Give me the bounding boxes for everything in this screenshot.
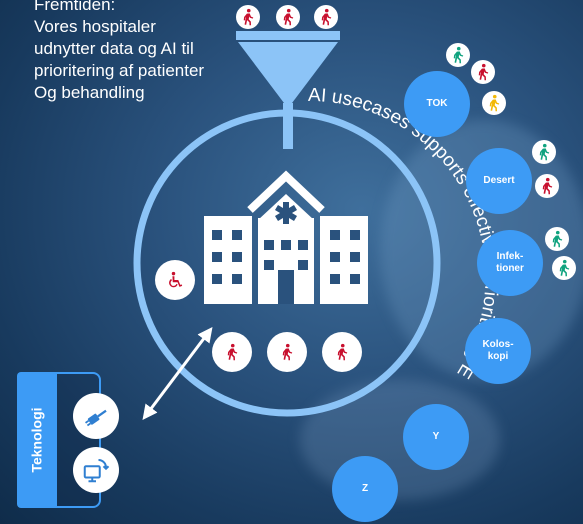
usecase-bubble-desert[interactable]: Desert: [466, 148, 532, 214]
walking-person-icon: [532, 140, 556, 164]
walking-person-icon: [267, 332, 307, 372]
walking-person-icon: [212, 332, 252, 372]
intro-line: prioritering af patienter: [34, 61, 205, 80]
bubble-label: Desert: [483, 175, 515, 186]
walking-person-icon: [236, 5, 260, 29]
bubble-label: TOK: [426, 98, 448, 109]
bubble-label: Y: [432, 431, 440, 442]
intro-line: Vores hospitaler: [34, 17, 156, 36]
technology-label: Teknologi: [29, 407, 46, 473]
walking-person-icon: [545, 227, 569, 251]
walking-person-icon: [446, 43, 470, 67]
intro-text: Fremtiden: Vores hospitaler udnytter dat…: [34, 0, 274, 104]
walking-person-icon: [535, 174, 559, 198]
plug-icon[interactable]: [73, 393, 119, 439]
usecase-bubble-koloskopi[interactable]: Kolos- kopi: [465, 318, 531, 384]
bubble-label: Kolos- kopi: [482, 339, 514, 362]
computer-sync-icon[interactable]: [73, 447, 119, 493]
walking-person-icon: [471, 60, 495, 84]
walking-person-icon: [276, 5, 300, 29]
technology-label-tab: Teknologi: [17, 372, 57, 508]
usecase-bubble-tok[interactable]: TOK: [404, 71, 470, 137]
intro-line: udnytter data og AI til: [34, 39, 194, 58]
intro-line: Og behandling: [34, 83, 145, 102]
bubble-label: Z: [361, 483, 369, 494]
intro-line: Fremtiden:: [34, 0, 116, 14]
usecase-bubble-infektioner[interactable]: Infek- tioner: [477, 230, 543, 296]
walking-person-icon: [322, 332, 362, 372]
walking-person-icon: [552, 256, 576, 280]
usecase-bubble-z[interactable]: Z: [332, 456, 398, 522]
walking-person-icon: [482, 91, 506, 115]
hospital-icon: [204, 170, 368, 304]
wheelchair-icon: [155, 260, 195, 300]
bubble-label: Infek- tioner: [496, 251, 524, 274]
connection-arrow: [142, 327, 213, 420]
usecase-bubble-y[interactable]: Y: [403, 404, 469, 470]
walking-person-icon: [314, 5, 338, 29]
funnel-icon: [236, 31, 340, 149]
